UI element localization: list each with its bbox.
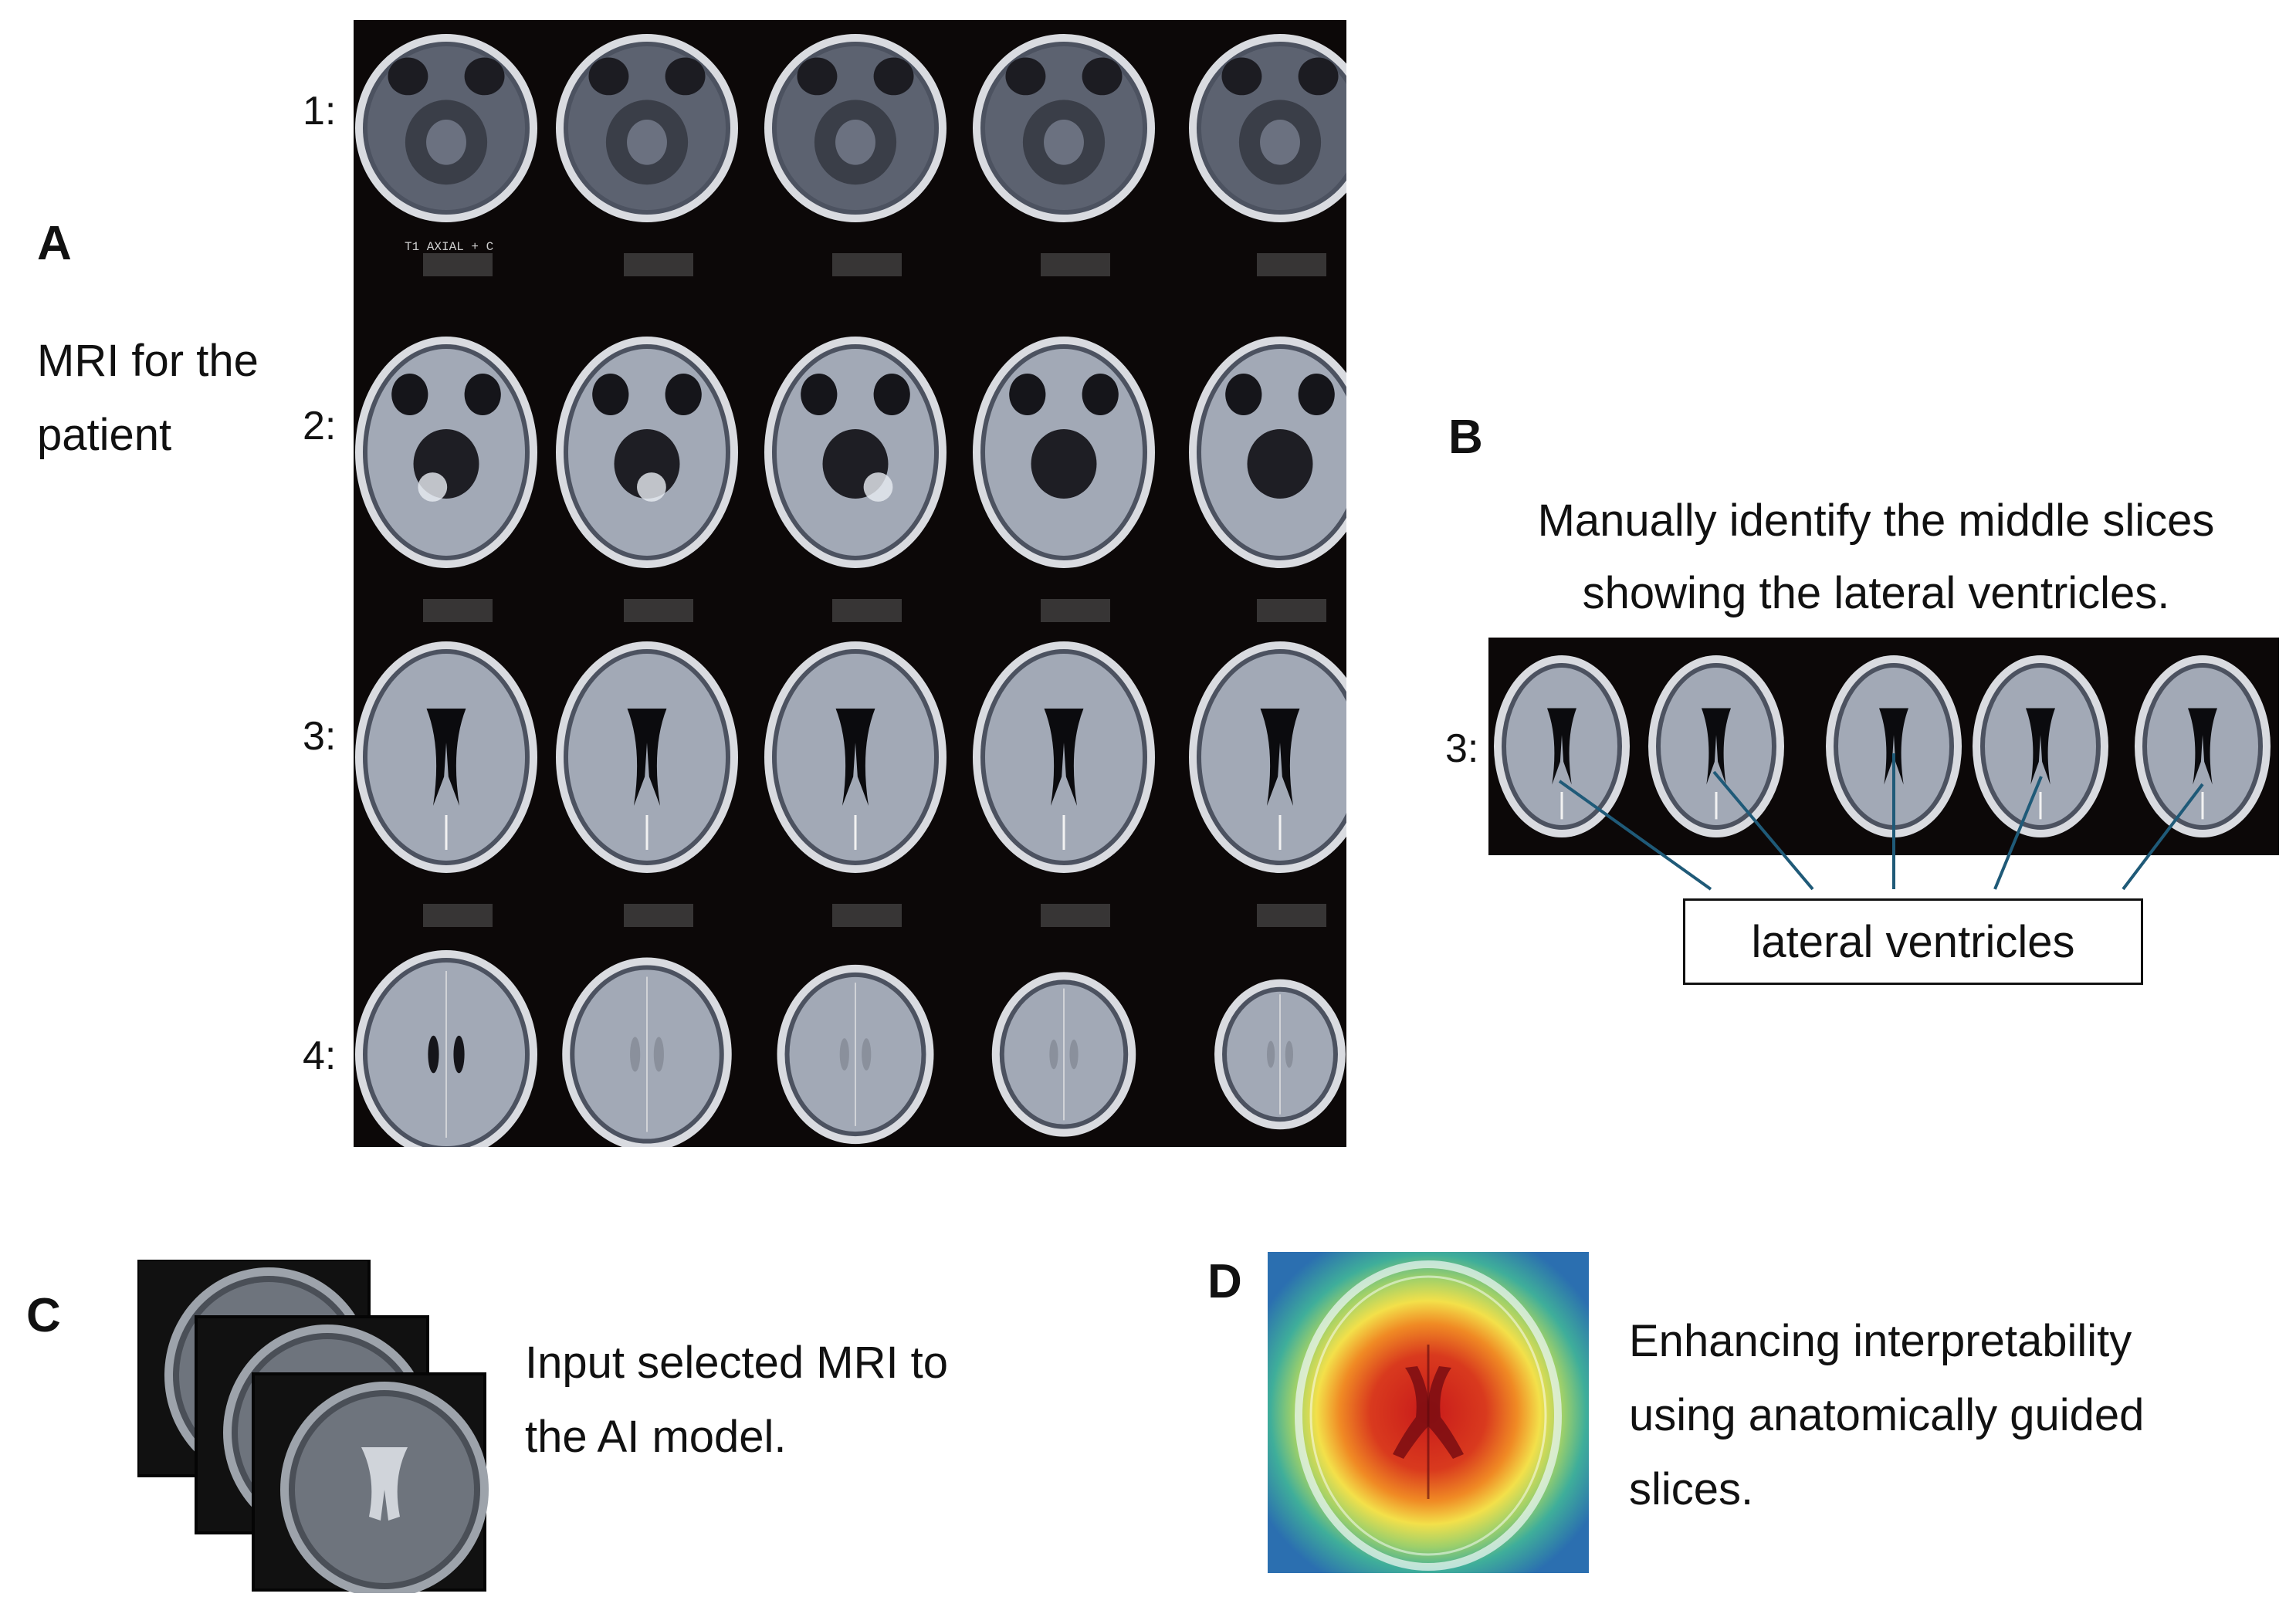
panel-a-slice-r2-c1 (355, 337, 537, 568)
panel-a-slice-r2-c3 (764, 337, 947, 568)
panel-b-letter: B (1448, 411, 1483, 464)
panel-a-annotation-1-1 (423, 253, 493, 276)
panel-b-slice-1 (1494, 655, 1630, 837)
panel-a-slice-r3-c4 (973, 641, 1155, 873)
panel-b-callout-label: lateral ventricles (1751, 916, 2075, 967)
panel-a-slice-r1-c5 (1189, 34, 1346, 222)
panel-a-slice-r4-c3 (777, 964, 934, 1145)
panel-a-slice-r4-c2 (562, 957, 732, 1147)
panel-b-callout-lines (1558, 753, 2204, 891)
panel-a-slice-r3-c3 (764, 641, 947, 873)
panel-d-caption-line1: Enhancing interpretability (1629, 1316, 2132, 1366)
panel-b-caption-line2: showing the lateral ventricles. (1582, 568, 2170, 618)
panel-d-caption-line3: slices. (1629, 1464, 1754, 1514)
panel-a-mri-film: T1 AXIAL + C (354, 20, 1346, 1147)
panel-a-row-label-3: 3: (303, 714, 337, 759)
panel-c-caption: Input selected MRI to the AI model. (525, 1326, 948, 1474)
panel-a-slice-r4-c1 (355, 950, 537, 1147)
panel-a-slice-r3-c1 (355, 641, 537, 873)
panel-a-row-label-1: 1: (303, 89, 337, 134)
panel-a-annotation-3-4 (1041, 904, 1110, 927)
panel-a-annotation-1-3 (832, 253, 902, 276)
panel-a-row-label-4: 4: (303, 1034, 337, 1078)
panel-b-slice-4 (1973, 655, 2108, 837)
panel-c-letter: C (26, 1289, 61, 1342)
panel-c-stack-slice-3 (252, 1372, 489, 1598)
panel-a-annotation-3-1 (423, 904, 493, 927)
panel-a-slice-r2-c5 (1189, 337, 1346, 568)
panel-d-heatmap (1268, 1252, 1589, 1573)
panel-a-slice-r4-c5 (1214, 979, 1346, 1130)
panel-d-heatmap-image (1268, 1252, 1589, 1573)
panel-b-slice-3 (1826, 655, 1962, 837)
panel-b-caption-line1: Manually identify the middle slices (1537, 496, 2215, 546)
panel-a-caption-line1: MRI for the (37, 336, 259, 386)
panel-a-slice-r2-c4 (973, 337, 1155, 568)
panel-a-annotation-2-2 (624, 599, 693, 622)
panel-a-sequence-label: T1 AXIAL + C (405, 240, 494, 254)
panel-a-annotation-1-5 (1257, 253, 1326, 276)
panel-a-caption-line2: patient (37, 410, 172, 460)
panel-a-slice-r3-c2 (556, 641, 738, 873)
panel-a-row-label-2: 2: (303, 404, 337, 448)
panel-a-slice-r3-c5 (1189, 641, 1346, 873)
panel-a-annotation-2-3 (832, 599, 902, 622)
panel-a-annotation-2-5 (1257, 599, 1326, 622)
panel-d-letter: D (1207, 1255, 1242, 1308)
panel-a-slice-r1-c4 (973, 34, 1155, 222)
panel-d-caption-line2: using anatomically guided (1629, 1390, 2145, 1440)
panel-b-slice-2 (1648, 655, 1784, 837)
panel-a-mri-grid (355, 34, 1346, 1147)
panel-c-caption-line1: Input selected MRI to (525, 1338, 949, 1388)
panel-c-stacked-slices (136, 1258, 489, 1598)
panel-a-slice-r1-c3 (764, 34, 947, 222)
panel-a-slice-r4-c4 (991, 972, 1136, 1137)
panel-a-annotation-3-2 (624, 904, 693, 927)
panel-c-caption-line2: the AI model. (525, 1412, 787, 1462)
panel-a-letter: A (37, 217, 72, 270)
panel-c-mri-stack (136, 1258, 493, 1598)
panel-a-annotation-3-3 (832, 904, 902, 927)
panel-a-annotation-2-4 (1041, 599, 1110, 622)
panel-a-slice-r1-c2 (556, 34, 738, 222)
panel-b-mri-strip (1488, 638, 2279, 855)
panel-d-caption: Enhancing interpretability using anatomi… (1629, 1304, 2144, 1527)
panel-a-slice-r1-c1 (355, 34, 537, 222)
panel-a-caption: MRI for the patient (37, 324, 259, 472)
panel-a-annotation-2-1 (423, 599, 493, 622)
panel-b-callout-box: lateral ventricles (1683, 898, 2143, 985)
panel-a-annotation-1-2 (624, 253, 693, 276)
panel-a-annotation-1-4 (1041, 253, 1110, 276)
panel-a-annotation-3-5 (1257, 904, 1326, 927)
panel-b-slice-strip (1494, 655, 2271, 837)
panel-a-slice-r2-c2 (556, 337, 738, 568)
panel-b-caption: Manually identify the middle slices show… (1467, 485, 2285, 630)
panel-b-row-label: 3: (1445, 726, 1479, 771)
panel-b-slice-5 (2135, 655, 2271, 837)
